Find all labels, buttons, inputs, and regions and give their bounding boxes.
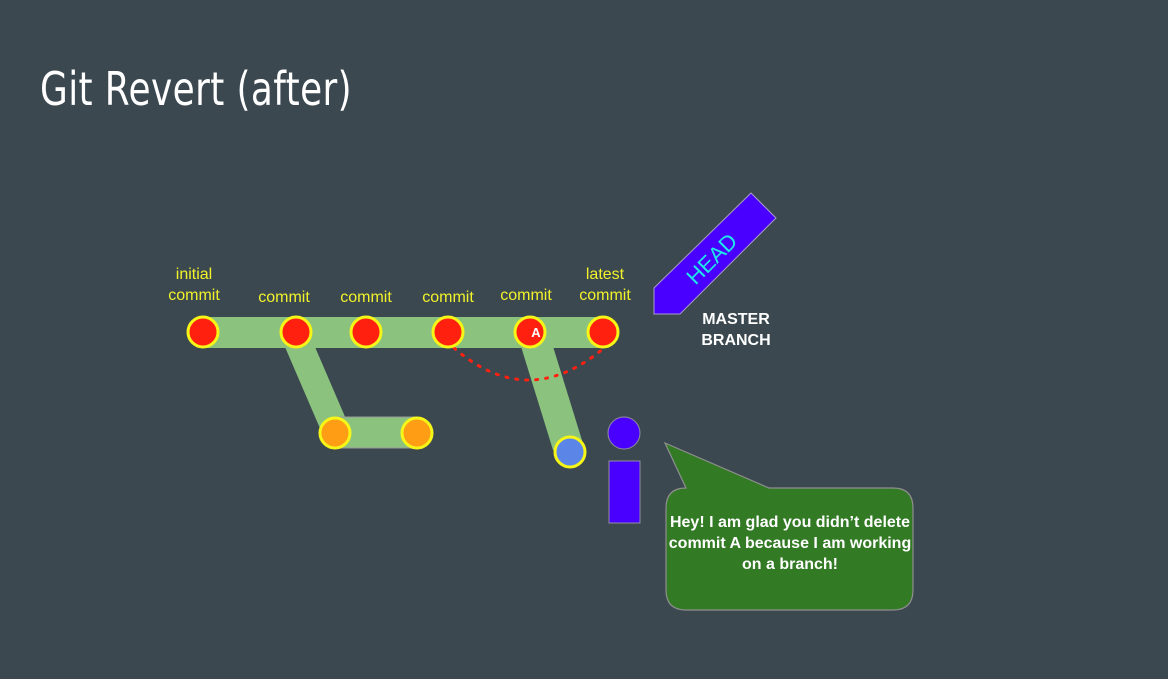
user-branch-connector [519, 340, 585, 450]
person-head [607, 416, 641, 450]
head-arrow-shape [653, 192, 777, 315]
commit-label-6-line2: commit [579, 287, 631, 304]
revert-arc [452, 346, 606, 382]
slide-title: Git Revert (after) [40, 62, 353, 116]
speech-bubble [663, 441, 914, 611]
commit-labels: initial commit commit commit commit commit lat… [168, 266, 631, 306]
commit-label-4-line2: commit [422, 289, 474, 306]
feature-commit-1[interactable] [318, 416, 352, 450]
head-pointer: HEAD [653, 192, 777, 315]
feature-commit-2[interactable] [400, 416, 434, 450]
feature-branch-connector [282, 340, 352, 433]
main-commit-3[interactable] [349, 315, 383, 349]
branch-label-line1: MASTER [702, 311, 770, 328]
person-icon [607, 416, 641, 524]
main-commit-6[interactable] [586, 315, 620, 349]
speech-bubble-text: Hey! I am glad you didn’t delete commit … [668, 514, 912, 573]
main-commits: A [186, 315, 620, 349]
commit-label-5-line2: commit [500, 287, 552, 304]
branch-label-line2: BRANCH [701, 332, 770, 349]
person-body [608, 460, 641, 524]
user-branch-commit[interactable] [553, 435, 587, 469]
main-commit-5[interactable] [513, 315, 547, 349]
commit-label-2-line2: commit [258, 289, 310, 306]
main-commit-1[interactable] [186, 315, 220, 349]
commit-label-1-line2: commit [168, 287, 220, 304]
main-commit-2[interactable] [279, 315, 313, 349]
commit-label-6-line1: latest [586, 266, 625, 283]
commit-label-3-line2: commit [340, 289, 392, 306]
commit-label-1-line1: initial [176, 266, 212, 283]
commit-marker-a: A [531, 325, 541, 340]
main-commit-4[interactable] [431, 315, 465, 349]
